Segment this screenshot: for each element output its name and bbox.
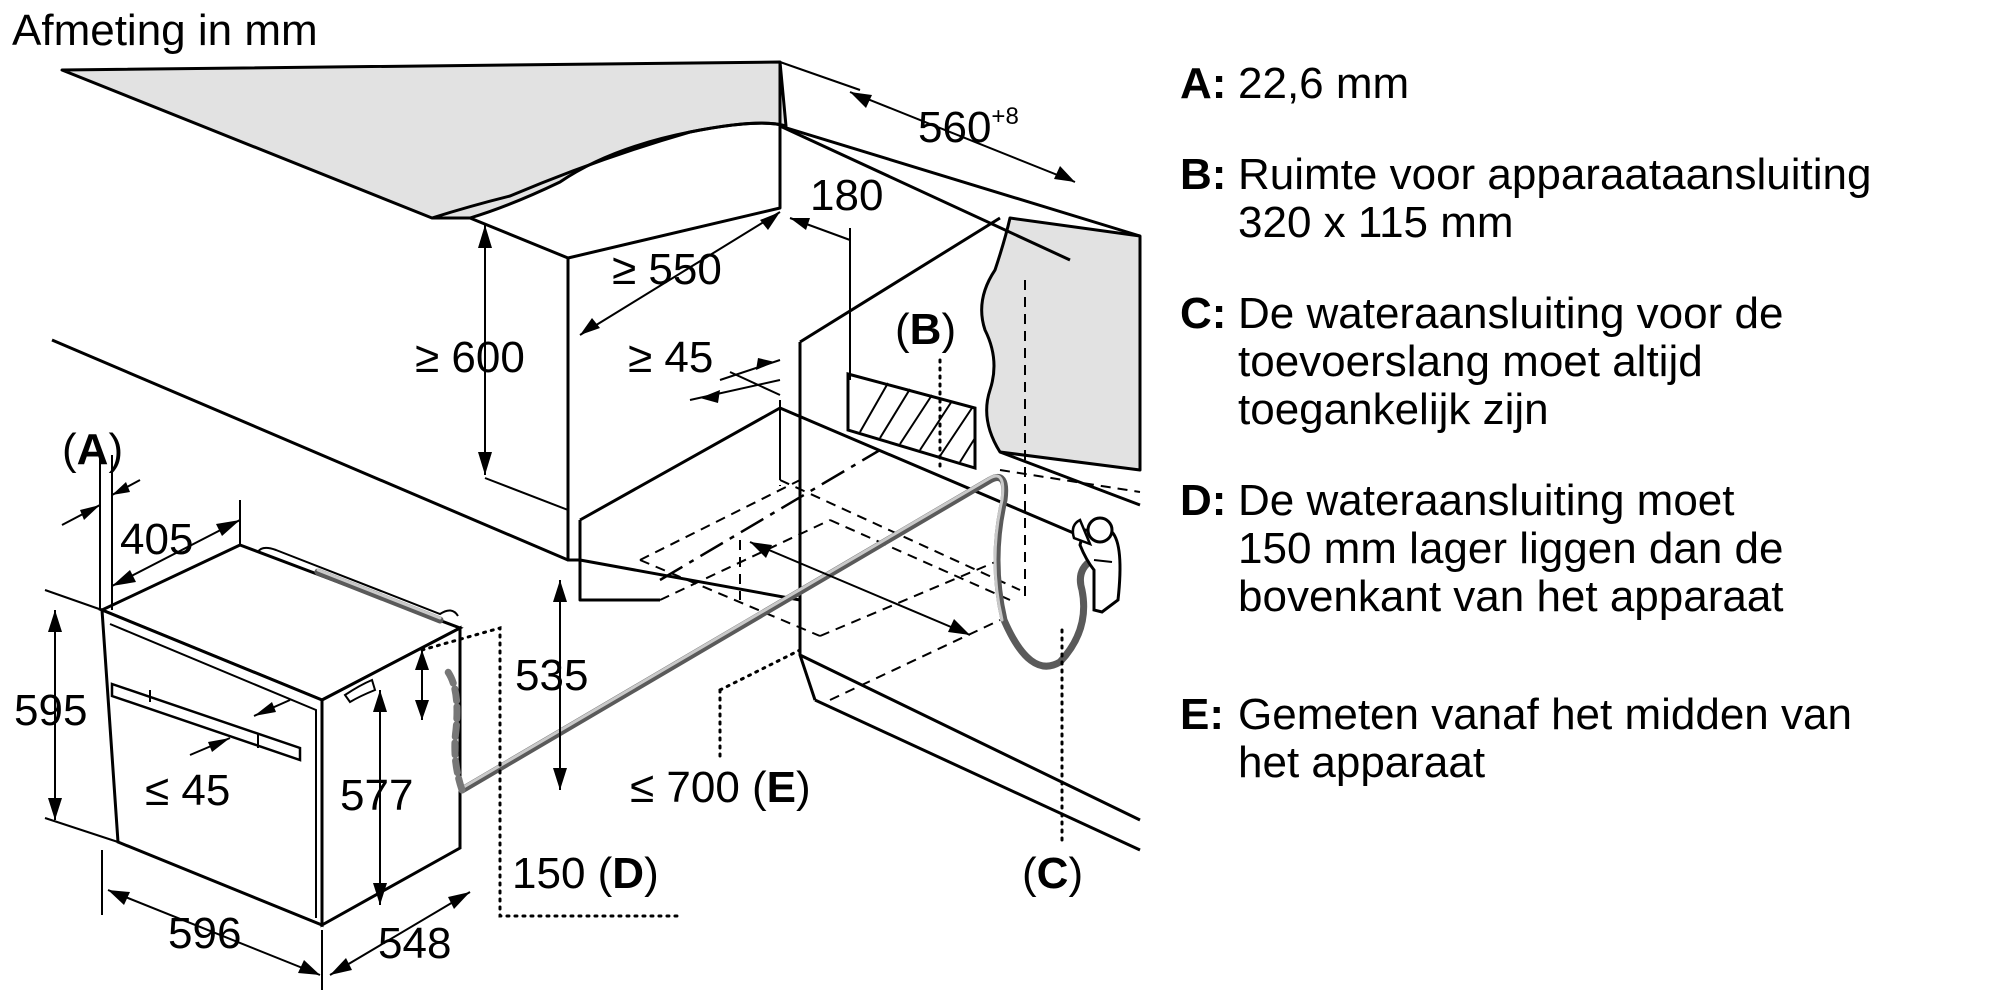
dimension-labels: 560+8 180 ≥ 550 ≥ 600 ≥ 45 405 595 ≤ 45 … [14, 103, 1083, 968]
note-key: D: [1180, 476, 1227, 525]
dim-150-d: 150 (D) [512, 849, 659, 898]
cabinet-niche [51, 62, 1141, 852]
label-a: (A) [62, 425, 123, 474]
label-c: (C) [1022, 849, 1083, 898]
label-b: (B) [895, 305, 956, 354]
dim-550: ≥ 550 [612, 245, 722, 294]
dim-600: ≥ 600 [415, 333, 525, 382]
wall-panel-right [980, 216, 1142, 507]
note-key: A: [1180, 59, 1227, 108]
hidden-lines [639, 280, 1026, 701]
dim-596: 596 [168, 909, 241, 958]
dimension-lines [44, 61, 1076, 990]
dim-535: 535 [515, 651, 588, 700]
note-key: E: [1180, 690, 1224, 739]
dim-45-front: ≤ 45 [145, 766, 230, 815]
dim-560: 560+8 [918, 103, 1019, 152]
note-text: Ruimte voor apparaataansluiting 320 x 11… [1238, 150, 1872, 247]
oven [98, 543, 464, 928]
dotted-reference-lines [420, 358, 1064, 918]
note-text: De wateraansluiting voor de toevoerslang… [1238, 289, 1784, 434]
dim-595: 595 [14, 686, 87, 735]
note-b: B: Ruimte voor apparaataansluiting 320 x… [1180, 151, 1980, 247]
note-key: B: [1180, 150, 1227, 199]
note-text: Gemeten vanaf het midden van het apparaa… [1238, 690, 1852, 787]
countertop [60, 60, 788, 220]
dim-700-e: ≤ 700 (E) [630, 763, 811, 812]
diagram-title: Afmeting in mm [12, 6, 318, 55]
dim-45-top: ≥ 45 [628, 333, 713, 382]
dim-548: 548 [378, 919, 451, 968]
note-text: 22,6 mm [1238, 59, 1410, 108]
water-hose [444, 474, 1122, 794]
note-c: C: De wateraansluiting voor de toevoersl… [1180, 290, 1980, 434]
dim-577: 577 [340, 771, 413, 820]
note-text: De wateraansluiting moet 150 mm lager li… [1238, 476, 1784, 621]
legend-notes: A: 22,6 mm B: Ruimte voor apparaataanslu… [1180, 60, 1980, 830]
note-e: E: Gemeten vanaf het midden van het appa… [1180, 691, 1980, 787]
dim-405: 405 [120, 515, 193, 564]
note-key: C: [1180, 289, 1227, 338]
note-d: D: De wateraansluiting moet 150 mm lager… [1180, 477, 1980, 621]
note-a: A: 22,6 mm [1180, 60, 1980, 108]
dim-180: 180 [810, 171, 883, 220]
